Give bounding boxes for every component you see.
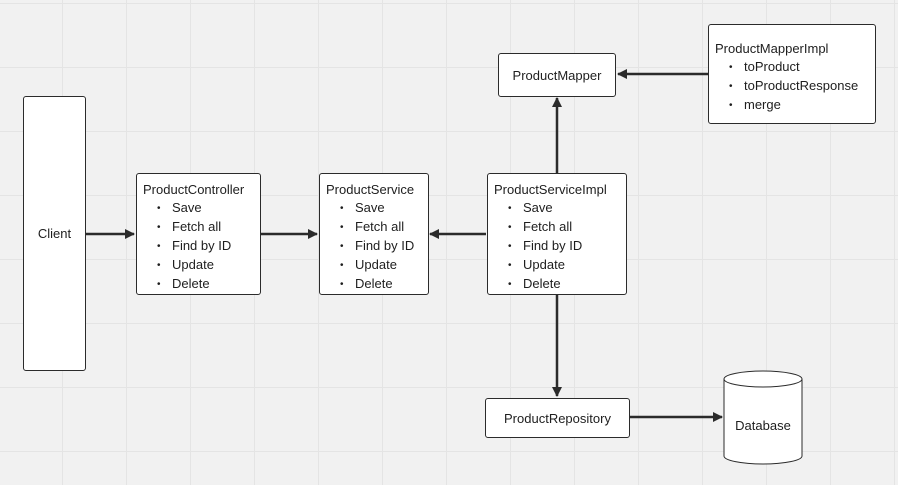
product-mapper-box: ProductMapper	[498, 53, 616, 97]
list-item: •Save	[508, 200, 553, 215]
product-controller-title: ProductController	[143, 182, 245, 197]
product-repository-label: ProductRepository	[504, 410, 611, 426]
list-item: •toProductResponse	[729, 78, 859, 93]
database-cylinder	[723, 370, 803, 465]
list-item: •Update	[340, 257, 397, 272]
client-box: Client	[23, 96, 86, 371]
product-mapper-impl-box: ProductMapperImpl •toProduct •toProductR…	[708, 24, 876, 124]
list-item: •Find by ID	[508, 238, 583, 253]
list-item: •Update	[508, 257, 565, 272]
product-service-impl-title: ProductServiceImpl	[494, 182, 607, 197]
list-item: •Delete	[340, 276, 393, 291]
list-item: •merge	[729, 97, 781, 112]
product-controller-box: ProductController •Save •Fetch all •Find…	[136, 173, 261, 295]
product-mapper-impl-title: ProductMapperImpl	[715, 41, 829, 56]
list-item: •toProduct	[729, 59, 800, 74]
database-label: Database	[735, 418, 791, 433]
list-item: •Save	[340, 200, 385, 215]
product-repository-box: ProductRepository	[485, 398, 630, 438]
product-service-title: ProductService	[326, 182, 415, 197]
list-item: •Fetch all	[508, 219, 573, 234]
list-item: •Save	[157, 200, 202, 215]
product-service-impl-box: ProductServiceImpl •Save •Fetch all •Fin…	[487, 173, 627, 295]
list-item: •Update	[157, 257, 214, 272]
list-item: •Fetch all	[340, 219, 405, 234]
product-service-box: ProductService •Save •Fetch all •Find by…	[319, 173, 429, 295]
list-item: •Find by ID	[340, 238, 415, 253]
list-item: •Delete	[157, 276, 210, 291]
product-mapper-label: ProductMapper	[512, 67, 602, 83]
list-item: •Find by ID	[157, 238, 232, 253]
list-item: •Delete	[508, 276, 561, 291]
client-label: Client	[37, 226, 72, 241]
list-item: •Fetch all	[157, 219, 222, 234]
